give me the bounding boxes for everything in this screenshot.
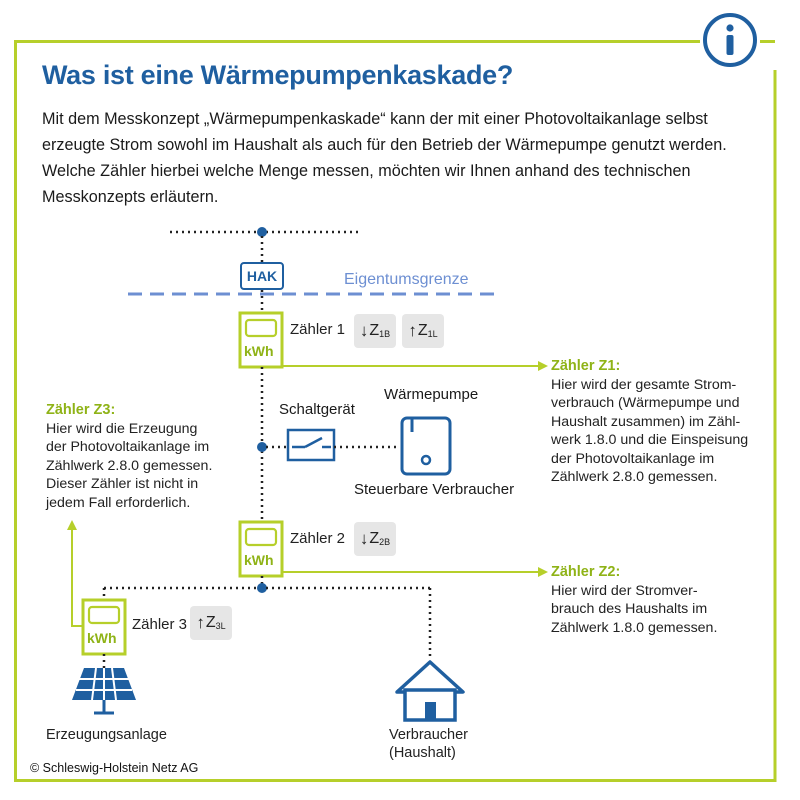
callout-z3-head: Zähler Z3: <box>46 402 116 418</box>
arrow-z3-line <box>71 530 83 627</box>
intro-text: Mit dem Messkonzept „Wärmepumpenkaskade“… <box>42 110 727 206</box>
meter-1 <box>238 311 284 369</box>
switch-device <box>286 428 336 462</box>
callout-z3-body: Hier wird die Erzeugung der Photovoltaik… <box>46 420 213 511</box>
callout-z1-body: Hier wird der gesamte Strom- verbrauch (… <box>551 376 749 486</box>
generation-label: Erzeugungsanlage <box>46 727 167 743</box>
meter-2-unit: kWh <box>244 552 274 568</box>
copyright: © Schleswig-Holstein Netz AG <box>30 761 199 775</box>
house-icon <box>395 660 465 722</box>
heatpump-icon <box>400 416 452 476</box>
meter-3-name: Zähler 3 <box>132 616 188 633</box>
content-frame <box>14 40 774 782</box>
meter-2-name: Zähler 2 <box>290 530 346 547</box>
grid-connection-dot <box>257 227 267 237</box>
callout-z2: Zähler Z2: Hier wird der Stromver- brauc… <box>551 563 717 637</box>
heatpump-label: Wärmepumpe <box>384 386 479 403</box>
solar-panel-icon <box>72 667 136 715</box>
callout-z2-body: Hier wird der Stromver- brauch des Haush… <box>551 582 718 636</box>
hak-box: HAK <box>240 262 284 290</box>
branch-dot-heatpump <box>257 442 267 452</box>
arrow-z1-head <box>538 361 548 371</box>
callout-z1-head: Zähler Z1: <box>551 358 621 374</box>
hak-label: HAK <box>246 268 278 284</box>
controllable-consumers-label: Steuerbare Verbraucher <box>354 481 515 498</box>
branch-dot-lower <box>257 583 267 593</box>
switch-label: Schaltgerät <box>279 401 355 418</box>
meter-1-unit: kWh <box>244 343 274 359</box>
info-icon <box>703 13 757 67</box>
property-line-label: Eigentumsgrenze <box>344 271 469 288</box>
meter-1-name: Zähler 1 <box>290 321 346 338</box>
meter-3-unit: kWh <box>87 630 117 646</box>
callout-z2-head: Zähler Z2: <box>551 564 621 580</box>
info-badge <box>700 10 760 70</box>
arrow-z2-head <box>538 567 548 577</box>
meter-2 <box>238 520 284 578</box>
callout-z3: Zähler Z3: Hier wird die Erzeugung der P… <box>46 401 212 512</box>
arrow-z3-head <box>67 520 77 530</box>
callout-z1: Zähler Z1: Hier wird der gesamte Strom- … <box>551 357 748 487</box>
consumer-label: Verbraucher (Haushalt) <box>389 727 468 761</box>
page-title: Was ist eine Wärmepumpenkaskade? <box>42 60 514 90</box>
